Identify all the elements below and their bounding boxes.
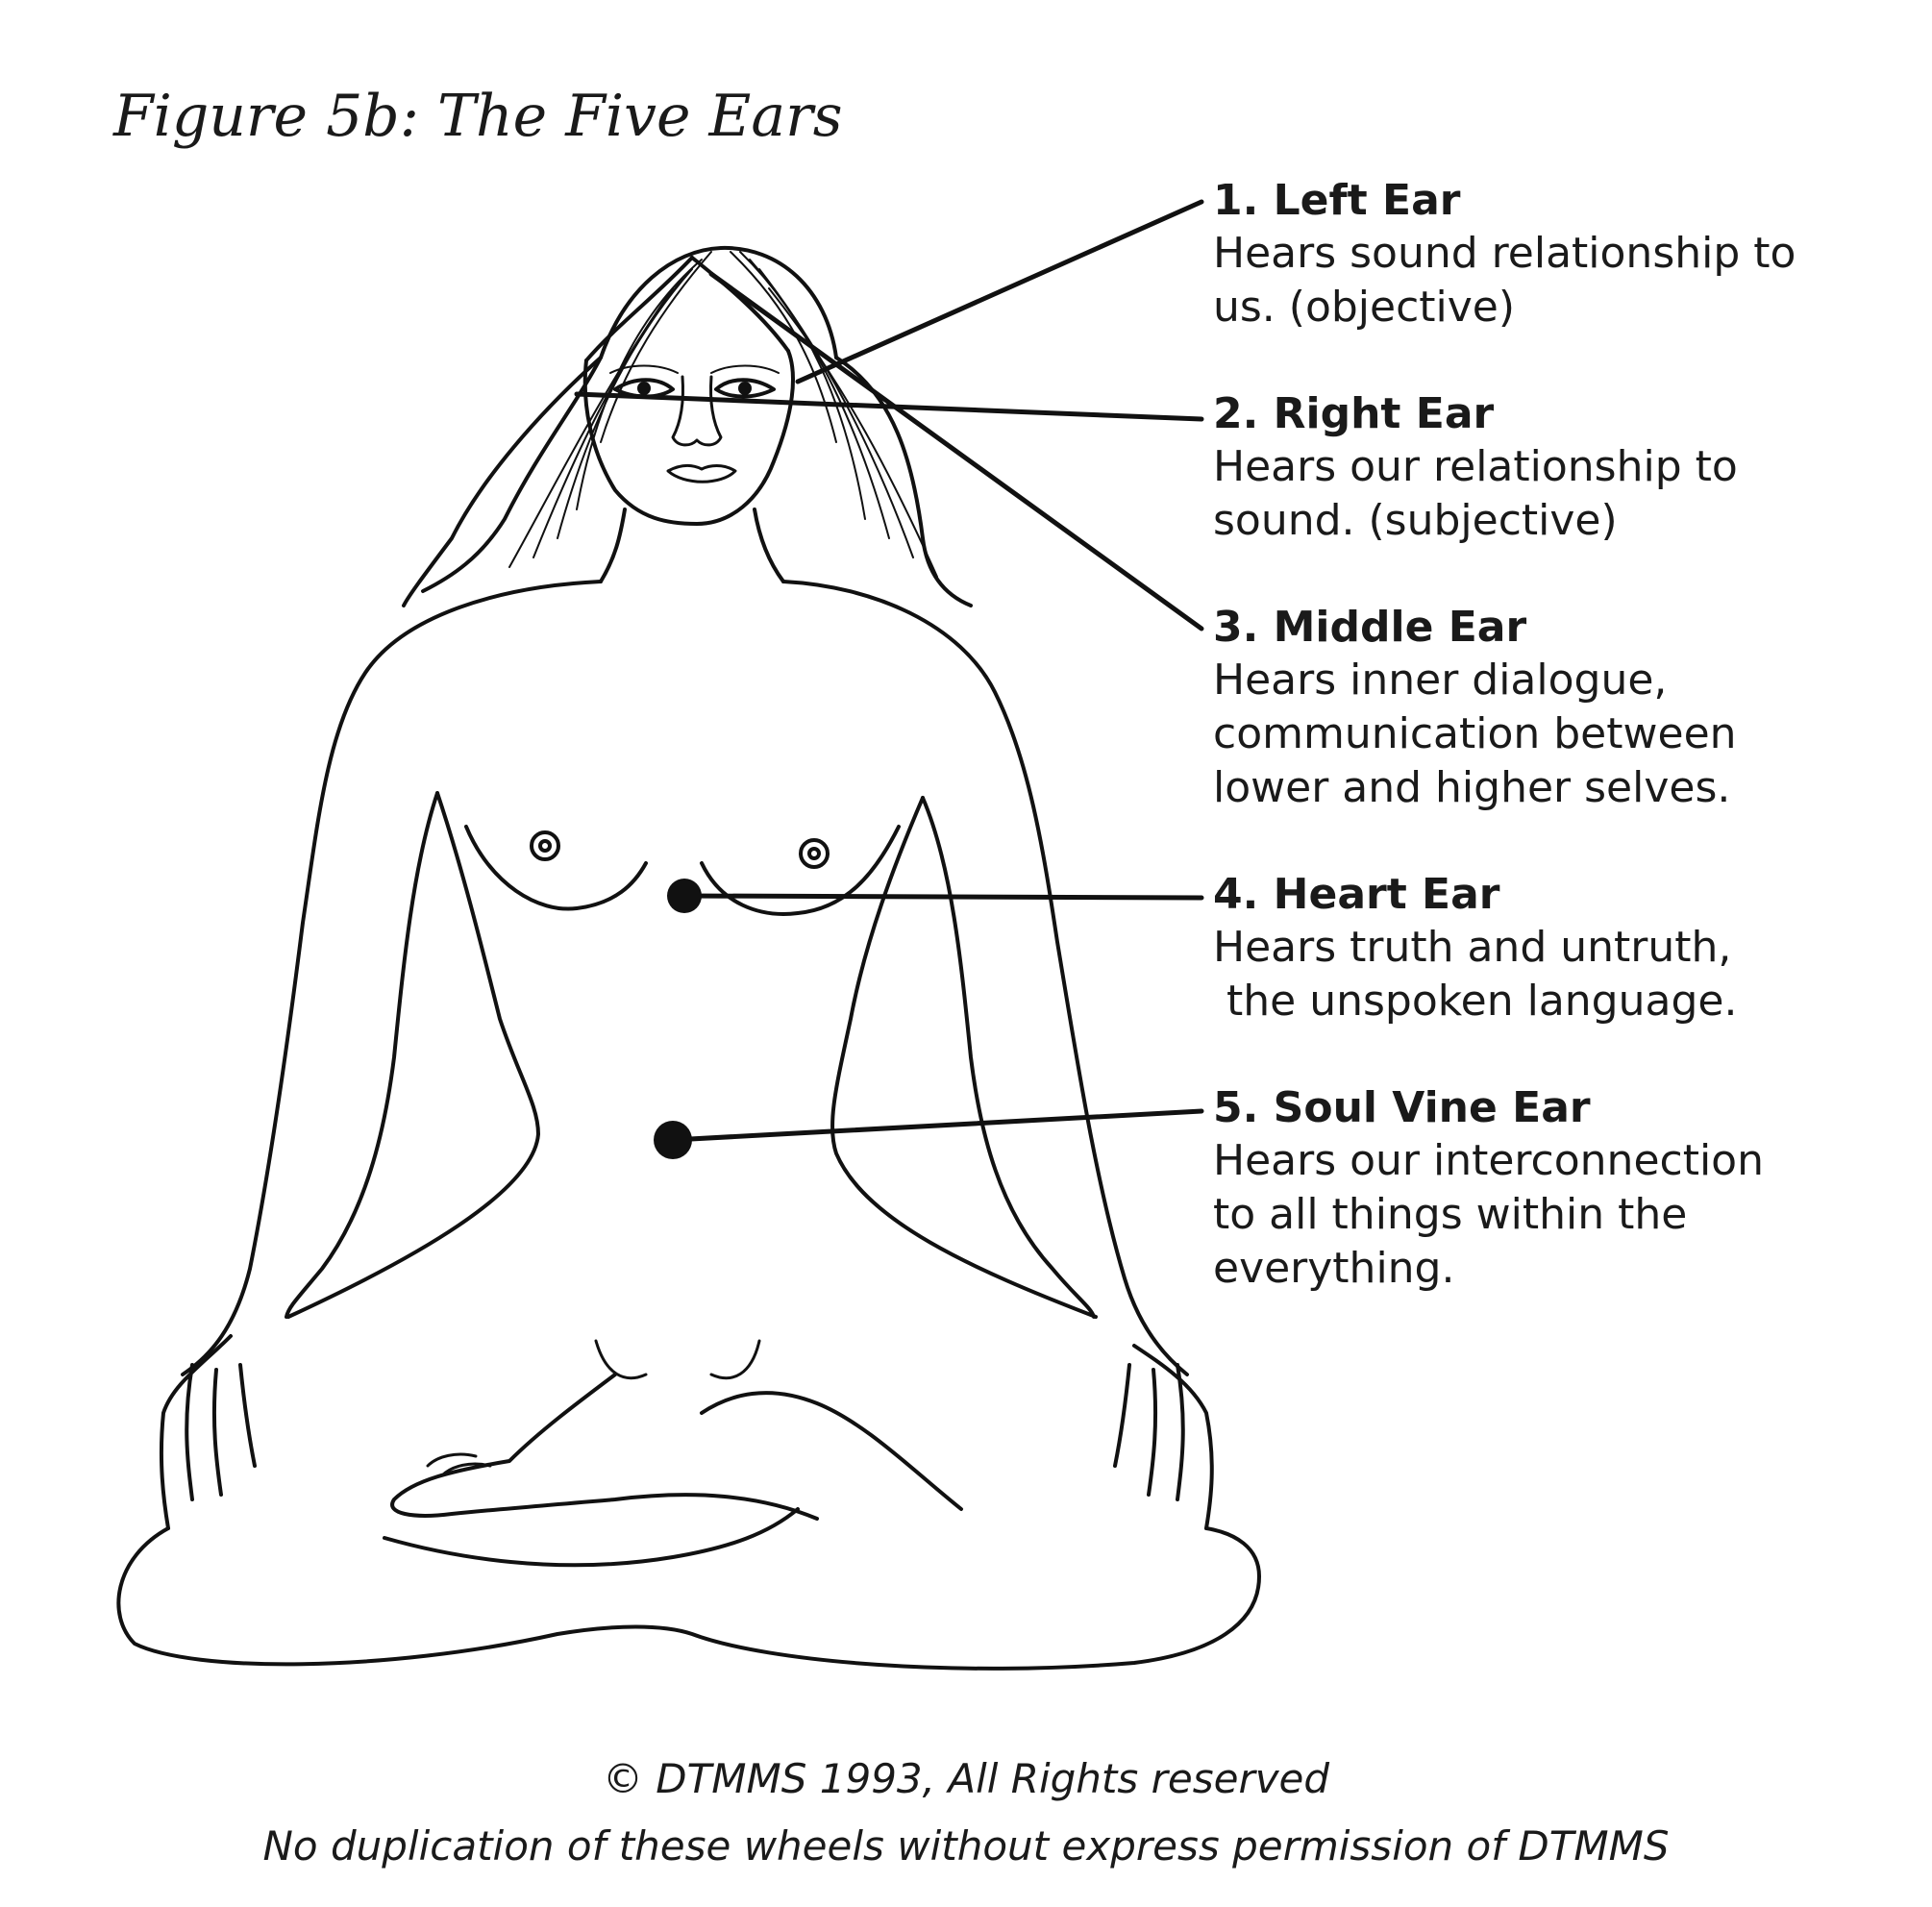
leader-line-soul-vine-ear [670, 1108, 1204, 1143]
ear-title: 1. Left Ear [1213, 176, 1461, 225]
nose [671, 375, 723, 447]
right-eye [714, 378, 776, 399]
hair-part-right [690, 256, 790, 353]
leader-line-heart-ear [681, 893, 1204, 901]
legs-outline [116, 1526, 1261, 1671]
ear-label-soul-vine: 5. Soul Vine Ear Hears our interconnecti… [1213, 1082, 1886, 1296]
right-inner-arm [921, 796, 1096, 1319]
left-shoulder-arm [181, 580, 603, 1376]
leader-line-right-ear [574, 391, 1204, 422]
neck-right [753, 508, 785, 583]
left-brow [609, 364, 679, 374]
ear-title: 5. Soul Vine Ear [1213, 1083, 1591, 1132]
torso-left [286, 791, 540, 1319]
left-hand [159, 1334, 257, 1530]
duplication-notice: No duplication of these wheels without e… [262, 1822, 1670, 1870]
torso-right [830, 796, 1098, 1319]
hair-outline-left-lower [421, 356, 603, 593]
ear-title: 4. Heart Ear [1213, 870, 1500, 919]
hair-part-left [584, 256, 694, 362]
ear-description: Hears inner dialogue, communication betw… [1213, 656, 1737, 812]
groin [594, 1339, 761, 1380]
right-hand [1113, 1344, 1214, 1530]
leader-line-middle-ear [708, 271, 1204, 632]
hair-crown [599, 245, 838, 359]
right-brow [710, 364, 780, 374]
toes [426, 1452, 492, 1477]
ear-description: Hears our interconnection to all things … [1213, 1136, 1764, 1293]
soul-vine-ear-marker [654, 1121, 692, 1159]
right-nipple [799, 838, 830, 869]
right-breast [700, 825, 901, 916]
left-nipple [530, 830, 560, 861]
ear-label-left: 1. Left Ear Hears sound relationship to … [1213, 175, 1886, 334]
ear-description: Hears sound relationship to us. (objecti… [1213, 229, 1796, 332]
neck-left [599, 508, 627, 583]
hair-outline [402, 356, 603, 607]
ear-label-right: 2. Right Ear Hears our relationship to s… [1213, 388, 1886, 548]
ear-title: 2. Right Ear [1213, 389, 1495, 438]
ear-title: 3. Middle Ear [1213, 603, 1527, 652]
right-shoulder-arm [781, 580, 1189, 1376]
heart-ear-marker [667, 879, 702, 913]
face-outline [582, 349, 795, 526]
figure-title: Figure 5b: The Five Ears [113, 83, 843, 150]
ear-label-middle: 3. Middle Ear Hears inner dialogue, comm… [1213, 602, 1886, 815]
hair-outline-right [834, 356, 973, 607]
left-inner-arm [285, 791, 439, 1319]
inner-knee-right [700, 1391, 963, 1511]
ear-description: Hears our relationship to sound. (subjec… [1213, 442, 1738, 545]
upper-foot [390, 1373, 819, 1521]
ear-label-heart: 4. Heart Ear Hears truth and untruth, th… [1213, 869, 1886, 1028]
ear-description: Hears truth and untruth, the unspoken la… [1213, 923, 1738, 1026]
mouth [666, 464, 737, 483]
leader-line-left-ear [795, 199, 1204, 384]
left-breast [464, 825, 648, 911]
copyright-notice: © DTMMS 1993, All Rights reserved [602, 1755, 1330, 1802]
inner-knee-left [383, 1507, 800, 1568]
